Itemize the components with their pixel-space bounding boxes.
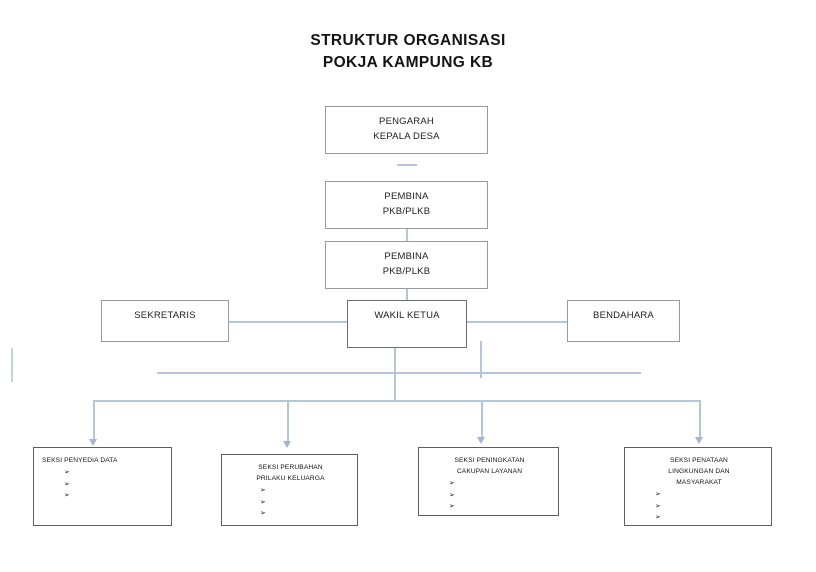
node-pembina-2-line-1: PEMBINA bbox=[384, 251, 429, 262]
section-1-bullet-2: ➢ bbox=[64, 480, 70, 488]
section-3-bullet-3: ➢ bbox=[449, 503, 455, 510]
section-1-title-line-1: SEKSI PENYEDIA DATA bbox=[42, 457, 118, 464]
connector-pembina1-pembina2 bbox=[406, 229, 408, 241]
section-4-bullet-2: ➢ bbox=[655, 502, 661, 510]
node-bendahara[interactable]: BENDAHARA bbox=[567, 300, 680, 342]
section-4-bullet-3: ➢ bbox=[655, 514, 661, 521]
stray-line-artifact bbox=[11, 348, 13, 382]
node-pembina-2-line-2: PKB/PLKB bbox=[382, 266, 431, 277]
connector-sekretaris-wakilketua bbox=[228, 321, 348, 323]
section-2-title-line-2: PRILAKU KELUARGA bbox=[256, 475, 325, 482]
node-wakil-ketua-label: WAKIL KETUA bbox=[374, 310, 440, 321]
section-1-bullet-1: ➢ bbox=[64, 469, 70, 476]
section-3-title-line-1: SEKSI PENINGKATAN bbox=[454, 457, 525, 464]
section-2-bullet-1: ➢ bbox=[260, 487, 266, 494]
section-3-bullet-2: ➢ bbox=[449, 491, 455, 499]
section-box-penataan-lingkungan-masyarakat[interactable]: SEKSI PENATAAN LINGKUNGAN DAN MASYARAKAT… bbox=[624, 447, 772, 526]
section-4-bullet-list: ➢ ➢ ➢ bbox=[633, 489, 765, 524]
title-line-1: STRUKTUR ORGANISASI bbox=[310, 32, 506, 49]
section-4-title-line-1: SEKSI PENATAAN bbox=[670, 457, 728, 464]
node-pembina-2[interactable]: PEMBINA PKB/PLKB bbox=[325, 241, 488, 289]
section-1-bullet-list: ➢ ➢ ➢ bbox=[42, 467, 165, 502]
arrow-head-section-1 bbox=[89, 439, 97, 446]
node-sekretaris-label: SEKRETARIS bbox=[134, 310, 196, 321]
connector-wakilketua-bendahara bbox=[466, 321, 568, 323]
section-3-title-line-2: CAKUPAN LAYANAN bbox=[456, 468, 523, 475]
section-2-title-line-1: SEKSI PERUBAHAN bbox=[258, 464, 323, 471]
node-pengarah[interactable]: PENGARAH KEPALA DESA bbox=[325, 106, 488, 154]
section-2-bullet-2: ➢ bbox=[260, 498, 266, 506]
connector-pengarah-pembina bbox=[397, 164, 417, 166]
node-pengarah-line-1: PENGARAH bbox=[379, 116, 434, 127]
section-3-bullet-list: ➢ ➢ ➢ bbox=[427, 478, 552, 513]
node-pembina-1-line-2: PKB/PLKB bbox=[382, 206, 431, 217]
arrow-head-section-2 bbox=[283, 441, 291, 448]
connector-main-rule bbox=[157, 372, 641, 374]
node-bendahara-label: BENDAHARA bbox=[593, 310, 654, 321]
title-line-2: POKJA KAMPUNG KB bbox=[322, 54, 494, 71]
connector-pembina2-wakilketua bbox=[406, 289, 408, 300]
node-pembina-1-line-1: PEMBINA bbox=[384, 191, 429, 202]
node-sekretaris[interactable]: SEKRETARIS bbox=[101, 300, 229, 342]
node-pengarah-line-2: KEPALA DESA bbox=[373, 131, 440, 142]
section-2-bullet-list: ➢ ➢ ➢ bbox=[230, 485, 351, 520]
connector-drop-section-2 bbox=[287, 400, 289, 442]
node-wakil-ketua[interactable]: WAKIL KETUA bbox=[347, 300, 467, 348]
connector-secondary-drop bbox=[480, 341, 482, 378]
arrow-head-section-3 bbox=[477, 437, 485, 444]
connector-drop-section-3 bbox=[481, 400, 483, 438]
section-4-title-line-2: LINGKUNGAN DAN bbox=[668, 468, 730, 475]
page-title: STRUKTUR ORGANISASI POKJA KAMPUNG KB bbox=[0, 30, 816, 74]
connector-drop-section-1 bbox=[93, 400, 95, 440]
arrow-head-section-4 bbox=[695, 437, 703, 444]
section-1-bullet-3: ➢ bbox=[64, 492, 70, 499]
connector-distribution-bar bbox=[93, 400, 700, 402]
section-4-title-line-3: MASYARAKAT bbox=[676, 479, 722, 486]
section-2-bullet-3: ➢ bbox=[260, 510, 266, 517]
section-3-bullet-1: ➢ bbox=[449, 480, 455, 487]
node-pembina-1[interactable]: PEMBINA PKB/PLKB bbox=[325, 181, 488, 229]
connector-drop-section-4 bbox=[699, 400, 701, 438]
connector-wakilketua-drop bbox=[394, 348, 396, 401]
section-box-penyedia-data[interactable]: SEKSI PENYEDIA DATA ➢ ➢ ➢ bbox=[33, 447, 172, 526]
section-box-perubahan-prilaku-keluarga[interactable]: SEKSI PERUBAHAN PRILAKU KELUARGA ➢ ➢ ➢ bbox=[221, 454, 358, 526]
section-4-bullet-1: ➢ bbox=[655, 491, 661, 498]
section-box-peningkatan-cakupan-layanan[interactable]: SEKSI PENINGKATAN CAKUPAN LAYANAN ➢ ➢ ➢ bbox=[418, 447, 559, 516]
